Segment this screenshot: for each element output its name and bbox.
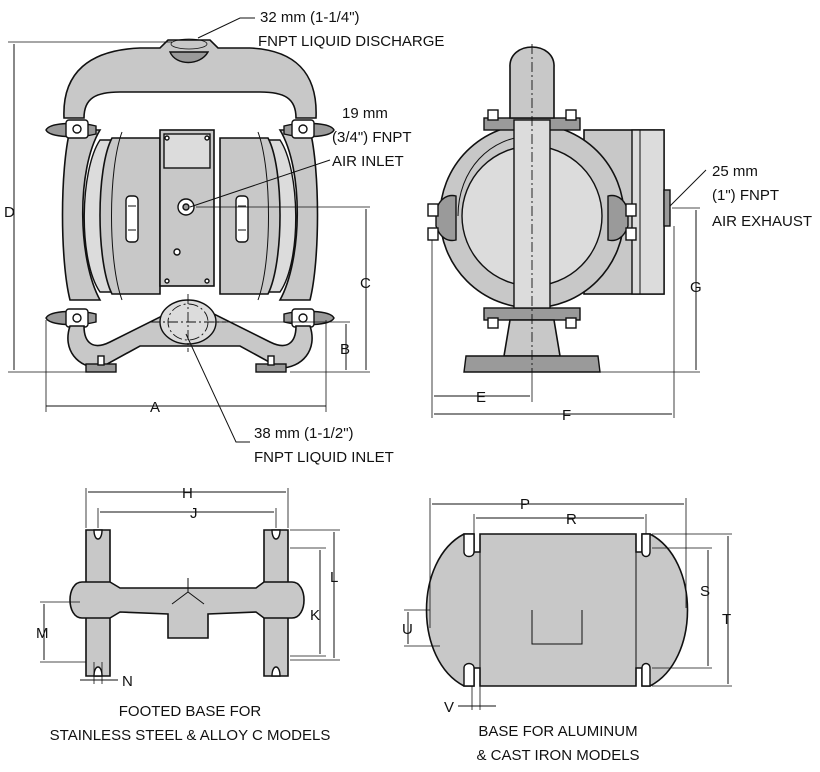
side-clamps (125, 195, 249, 243)
dim-label-a: A (150, 399, 160, 416)
footed-dimension-lines (40, 488, 340, 684)
footed-caption-line2: STAINLESS STEEL & ALLOY C MODELS (50, 727, 331, 744)
dim-label-h: H (182, 485, 193, 502)
dim-label-t: T (722, 611, 731, 628)
discharge-type-label: FNPT LIQUID DISCHARGE (258, 33, 444, 50)
front-dimension-lines (8, 41, 370, 412)
aluminum-base-plate (425, 533, 689, 687)
discharge-port (168, 51, 210, 64)
right-center-bulge (219, 137, 281, 295)
air-inlet-type-label: AIR INLET (332, 153, 404, 170)
dim-label-p: P (520, 496, 530, 513)
dim-label-n: N (122, 673, 133, 690)
dim-label-v: V (444, 699, 454, 716)
exhaust-type-label: AIR EXHAUST (712, 213, 812, 230)
aluminum-caption-line1: BASE FOR ALUMINUM (478, 723, 637, 740)
front-view-pump (45, 38, 335, 373)
dim-label-b: B (340, 341, 350, 358)
dim-label-k: K (310, 607, 320, 624)
exhaust-size-label-2: (1") FNPT (712, 187, 779, 204)
dim-label-u: U (402, 621, 413, 638)
dim-label-j: J (190, 505, 198, 522)
aluminum-base-view (425, 533, 689, 687)
left-chamber (61, 129, 102, 301)
side-view-pump (427, 46, 671, 373)
dim-label-l: L (330, 569, 338, 586)
dim-label-f: F (562, 407, 571, 424)
footed-manifold (69, 581, 305, 639)
callout-leaders (185, 17, 707, 443)
aluminum-caption-line2: & CAST IRON MODELS (476, 747, 639, 764)
dim-label-c: C (360, 275, 371, 292)
discharge-size-label: 32 mm (1-1/4") (260, 9, 360, 26)
dim-label-s: S (700, 583, 710, 600)
side-clamp-right (607, 194, 629, 242)
dim-label-g: G (690, 279, 702, 296)
inlet-size-label: 38 mm (1-1/2") (254, 425, 354, 442)
exhaust-size-label-1: 25 mm (712, 163, 758, 180)
discharge-manifold (63, 39, 317, 119)
air-inlet-size-label-2: (3/4") FNPT (332, 129, 412, 146)
dim-label-d: D (4, 204, 15, 221)
dim-label-e: E (476, 389, 486, 406)
air-inlet-size-label-1: 19 mm (342, 105, 388, 122)
dim-label-m: M (36, 625, 49, 642)
lower-clamps (45, 308, 335, 328)
side-dimension-lines (431, 207, 700, 418)
footed-caption-line1: FOOTED BASE FOR (119, 703, 262, 720)
upper-clamps (45, 119, 335, 139)
side-clamp-left (435, 194, 457, 242)
inlet-type-label: FNPT LIQUID INLET (254, 449, 394, 466)
dim-label-r: R (566, 511, 577, 528)
right-chamber (278, 129, 319, 301)
aluminum-dimension-lines (404, 498, 732, 710)
footed-base-view (69, 529, 305, 677)
